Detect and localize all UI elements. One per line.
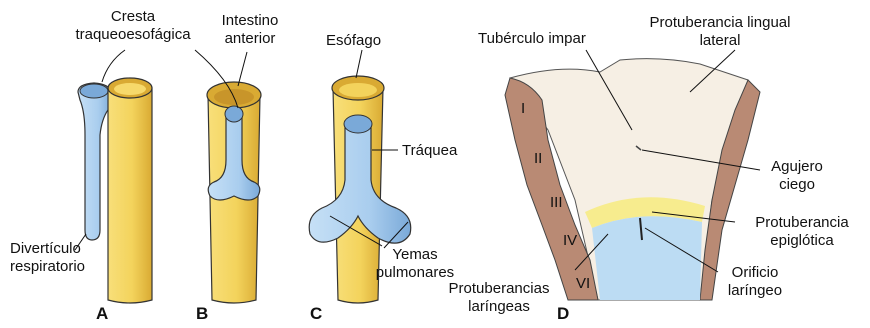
label-agujero: Agujero ciego [762, 158, 832, 194]
arch-numeral-iv: IV [563, 232, 577, 250]
arch-numeral-iii: III [550, 194, 563, 212]
label-cresta: Cresta traqueoesofágica [58, 8, 208, 44]
arch-numeral-i: I [521, 100, 525, 118]
panel-label-c: C [310, 304, 322, 324]
panel-a-drawing [78, 78, 152, 303]
arch-numeral-vi: VI [576, 275, 590, 293]
label-yemas: Yemas pulmonares [350, 246, 480, 282]
label-tuberculo: Tubérculo impar [478, 30, 586, 48]
esophagus-a-shape [108, 88, 152, 303]
respiratory-diverticulum-shape [78, 83, 112, 240]
label-traquea: Tráquea [402, 142, 457, 160]
label-diverticulo: Divertículo respiratorio [10, 240, 85, 276]
panel-label-a: A [96, 304, 108, 324]
label-orificio: Orificio laríngeo [710, 264, 800, 300]
label-protuberancias-laringeas: Protuberancias laríngeas [434, 280, 564, 316]
panel-b-drawing [207, 82, 261, 303]
label-intestino: Intestino anterior [200, 12, 300, 48]
label-esofago: Esófago [326, 32, 381, 50]
label-protuberancia-lingual: Protuberancia lingual lateral [640, 14, 800, 50]
panel-label-b: B [196, 304, 208, 324]
panel-label-d: D [557, 304, 569, 324]
arch-numeral-ii: II [534, 150, 542, 168]
diverticulum-opening [80, 84, 108, 98]
label-protuberancia-epiglotica: Protuberancia epiglótica [738, 214, 866, 250]
